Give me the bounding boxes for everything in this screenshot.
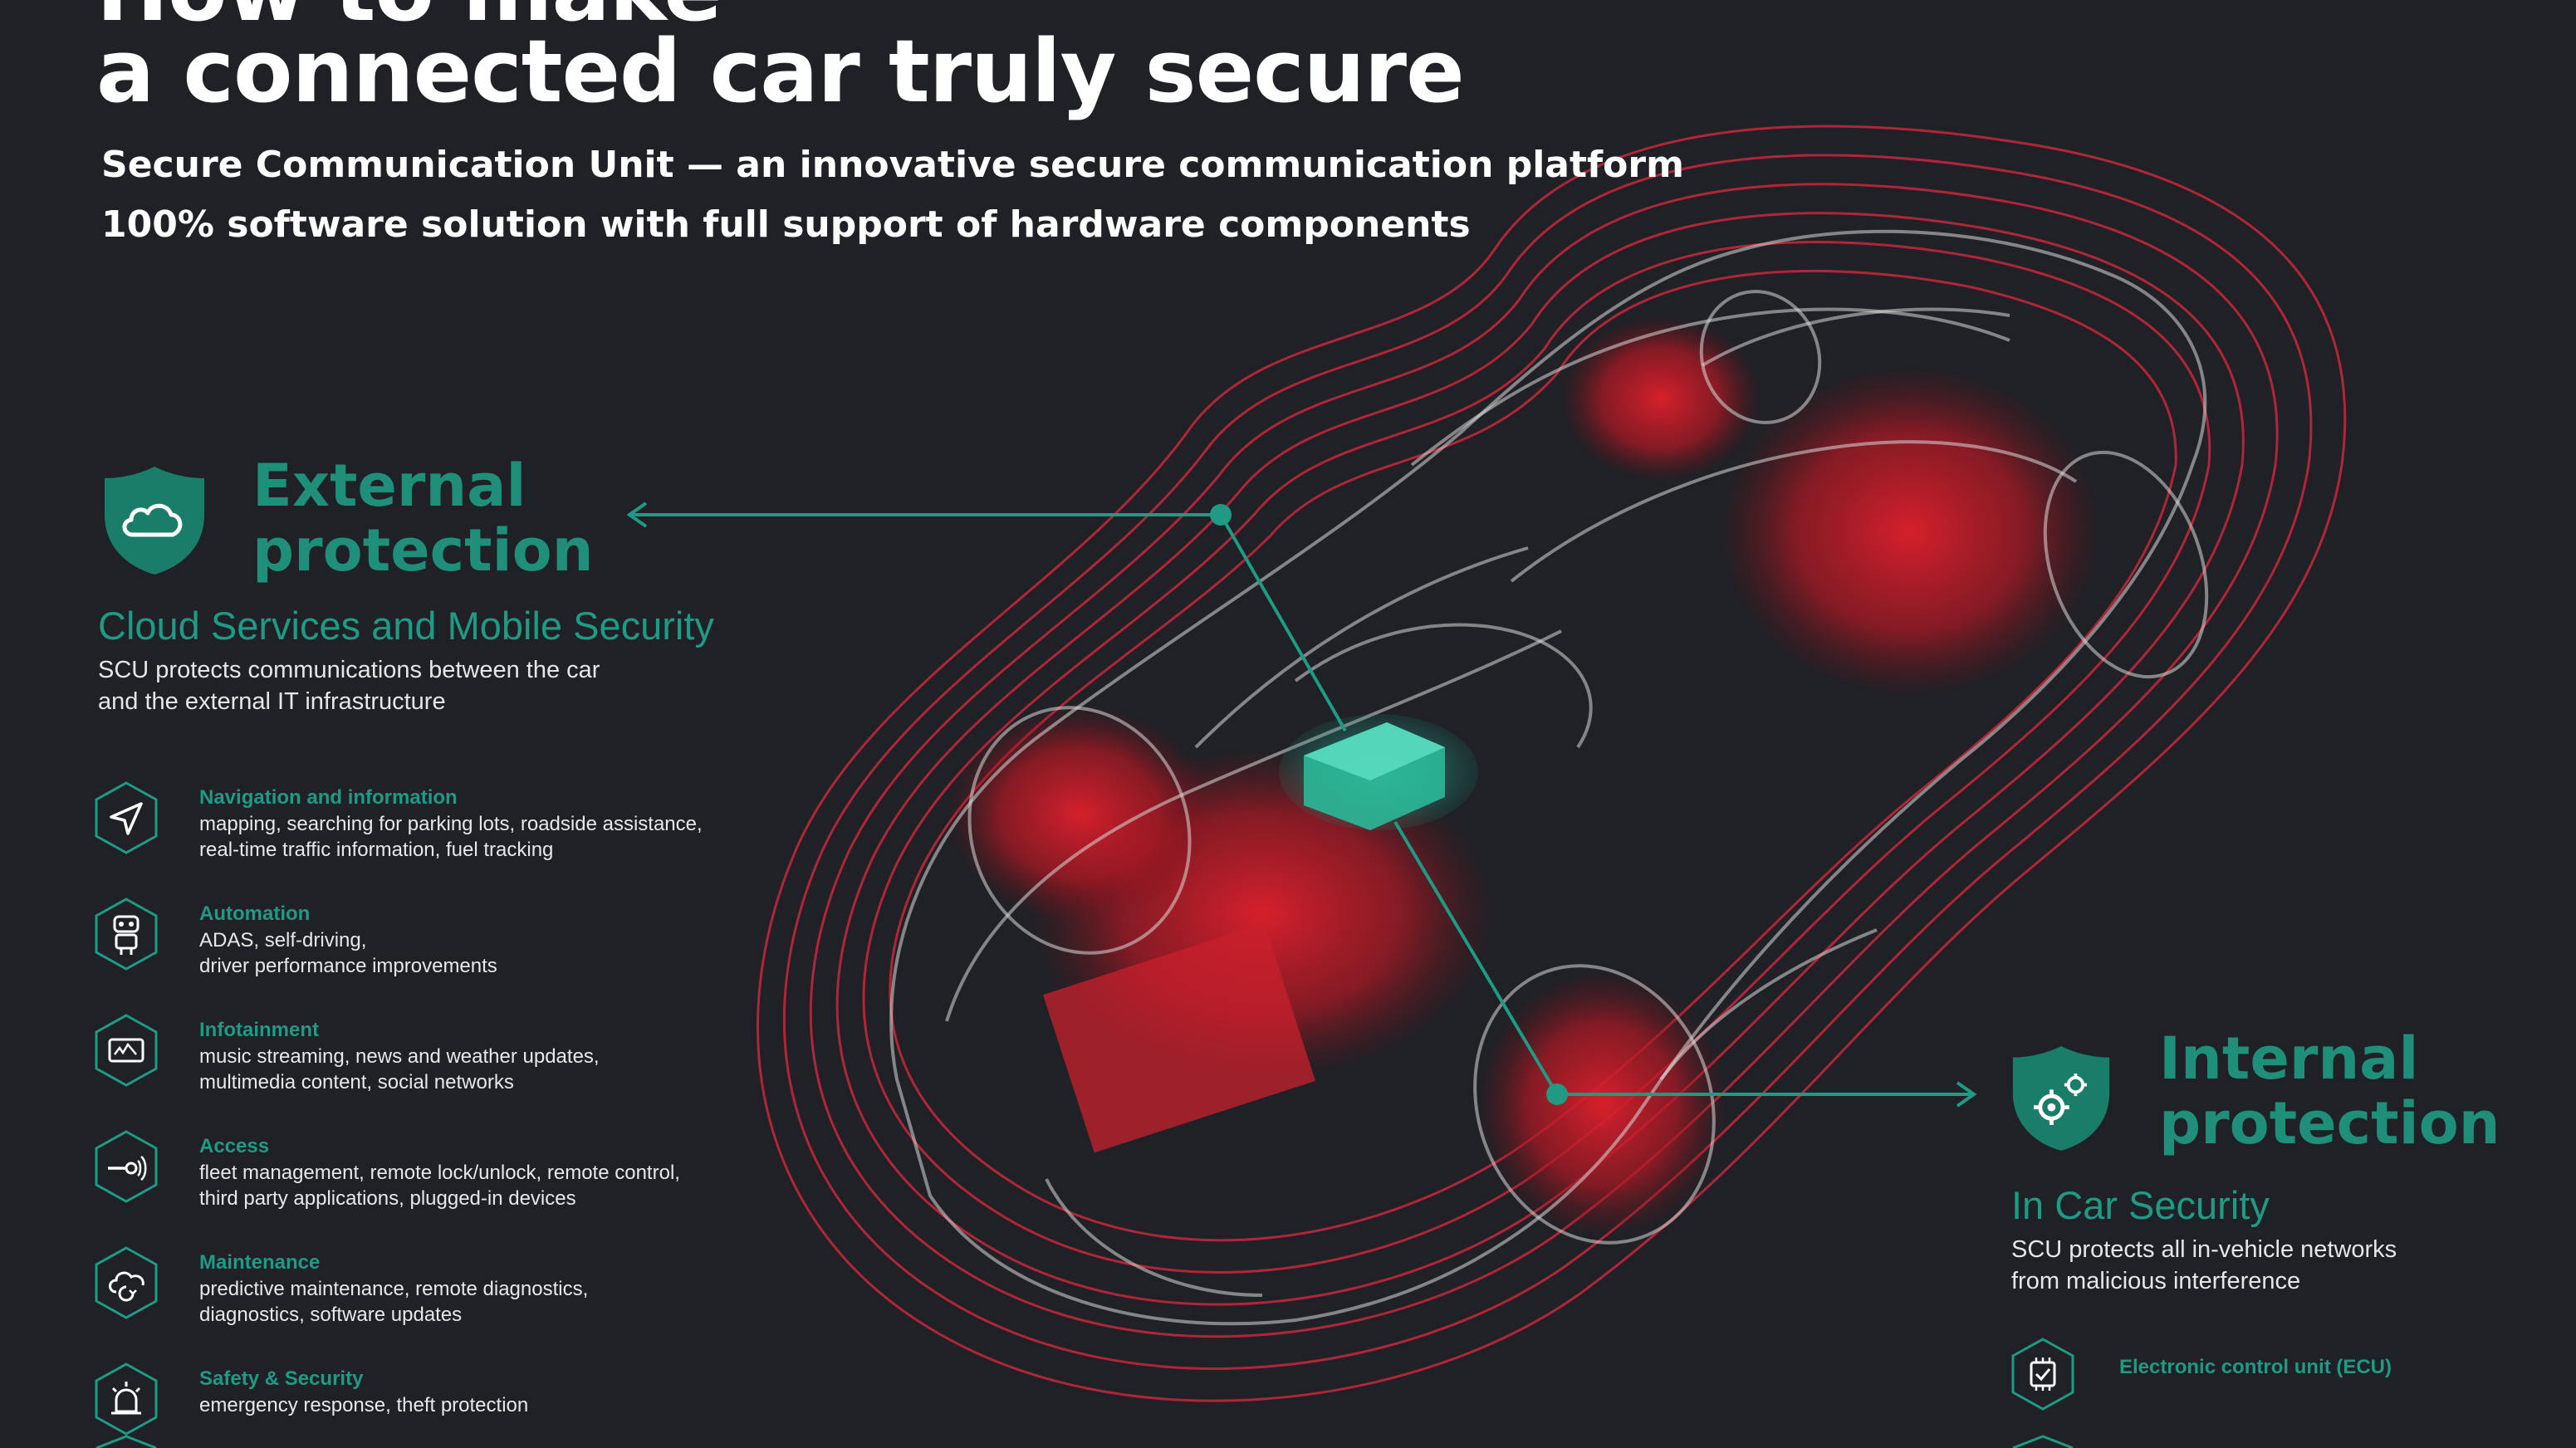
scu-module bbox=[1279, 714, 1478, 830]
media-screen-icon bbox=[95, 1014, 158, 1087]
feature-desc: fleet management, remote lock/unlock, re… bbox=[199, 1162, 680, 1210]
navigation-arrow-icon bbox=[95, 781, 158, 854]
internal-desc-line-2: from malicious interference bbox=[2011, 1268, 2301, 1294]
feature-maintenance: Maintenance predictive maintenance, remo… bbox=[93, 1245, 774, 1337]
page-title-line-1: How to make bbox=[96, 0, 722, 40]
internal-subheading: In Car Security bbox=[2011, 1183, 2270, 1227]
ecu-title: Electronic control unit (ECU) bbox=[2119, 1356, 2392, 1378]
internal-heading-line-2: protection bbox=[2159, 1089, 2500, 1157]
external-heading-line-1: External bbox=[252, 452, 526, 520]
external-desc-line-1: SCU protects communications between the … bbox=[98, 657, 600, 683]
cloud-shield-icon bbox=[105, 467, 204, 575]
feature-access: Access fleet management, remote lock/unl… bbox=[93, 1129, 774, 1221]
cloud-sync-icon bbox=[95, 1246, 158, 1319]
feature-desc: emergency response, theft protection bbox=[199, 1394, 529, 1416]
external-desc-line-2: and the external IT infrastructure bbox=[98, 688, 446, 715]
feature-title: Maintenance bbox=[199, 1251, 321, 1274]
external-node-dot bbox=[1210, 504, 1232, 526]
external-heading-line-2: protection bbox=[252, 516, 594, 585]
internal-heading-line-1: Internal bbox=[2159, 1025, 2419, 1093]
feature-title: Infotainment bbox=[199, 1019, 319, 1041]
feature-ecu: Electronic control unit (ECU) bbox=[2010, 1337, 2508, 1420]
feature-title: Automation bbox=[199, 903, 311, 925]
feature-automation: Automation ADAS, self-driving, driver pe… bbox=[93, 897, 774, 988]
chip-icon bbox=[2011, 1338, 2074, 1411]
feature-safety-security: Safety & Security emergency response, th… bbox=[93, 1362, 774, 1448]
feature-navigation: Navigation and information mapping, sear… bbox=[93, 780, 774, 872]
alarm-siren-icon bbox=[95, 1362, 158, 1436]
feature-title: Access bbox=[199, 1135, 270, 1157]
hex-outline-partial-right bbox=[2012, 1435, 2074, 1448]
feature-title: Navigation and information bbox=[199, 786, 458, 809]
internal-desc-line-1: SCU protects all in-vehicle networks bbox=[2011, 1236, 2397, 1263]
feature-infotainment: Infotainment music streaming, news and w… bbox=[93, 1013, 774, 1104]
protection-contour-rings bbox=[757, 125, 2347, 1402]
feature-desc: ADAS, self-driving, driver performance i… bbox=[199, 929, 497, 977]
feature-desc: predictive maintenance, remote diagnosti… bbox=[199, 1278, 589, 1326]
feature-title: Safety & Security bbox=[199, 1367, 364, 1390]
engine-glow bbox=[947, 316, 2101, 1237]
remote-key-icon bbox=[95, 1130, 158, 1203]
feature-desc: music streaming, news and weather update… bbox=[199, 1045, 600, 1093]
internal-node-dot bbox=[1546, 1084, 1568, 1105]
page-subtitle-line-2: 100% software solution with full support… bbox=[101, 203, 1471, 246]
robot-icon bbox=[95, 898, 158, 971]
page-subtitle-line-1: Secure Communication Unit — an innovativ… bbox=[101, 144, 1684, 186]
connector-lines bbox=[626, 501, 1977, 1108]
external-subheading: Cloud Services and Mobile Security bbox=[98, 604, 714, 648]
page-title-line-2: a connected car truly secure bbox=[96, 21, 1465, 122]
car-wireframe bbox=[889, 229, 2209, 1326]
hex-outline-partial bbox=[95, 1435, 157, 1448]
feature-desc: mapping, searching for parking lots, roa… bbox=[199, 813, 703, 861]
gears-shield-icon bbox=[2012, 1046, 2110, 1151]
